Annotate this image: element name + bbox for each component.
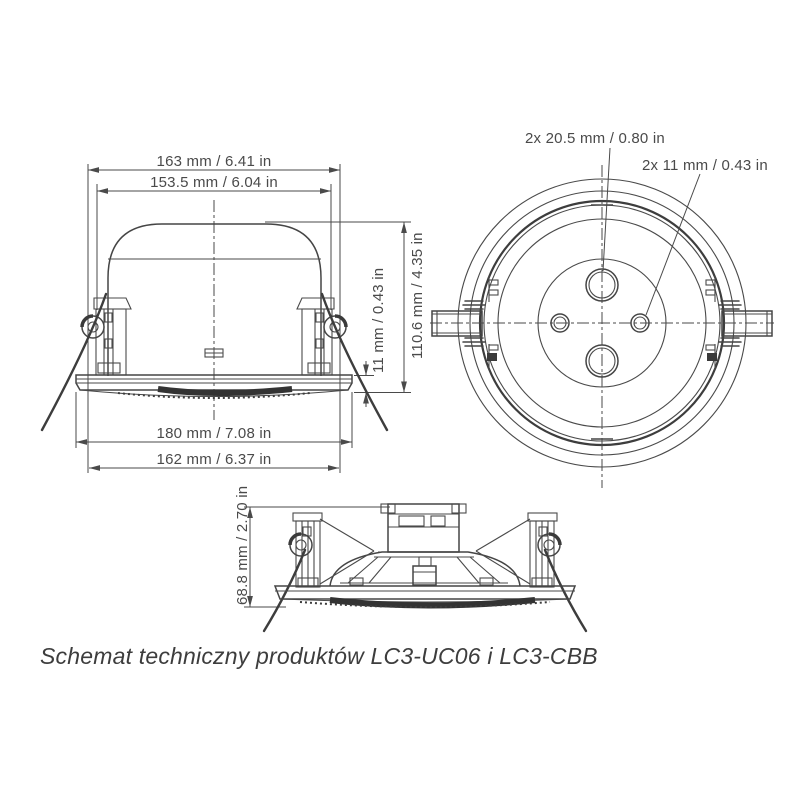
side-extension-lines	[244, 506, 390, 608]
dim-label-small-holes: 2x 11 mm / 0.43 in	[642, 157, 768, 174]
large-hole-top	[585, 268, 619, 302]
rear-dome-outline	[107, 223, 322, 376]
front-flange-grille	[75, 374, 353, 399]
dim-label-flange-diameter: 180 mm / 7.08 in	[157, 425, 272, 442]
left-clip-serrations	[487, 276, 499, 370]
caption-text: Schemat techniczny produktów LC3-UC06 i …	[40, 643, 598, 669]
dim-label-cutout-diameter: 162 mm / 6.37 in	[157, 451, 272, 468]
side-right-clamp	[475, 512, 562, 588]
mounting-holes	[550, 268, 650, 378]
front-view-drawing: 163 mm / 6.41 in 153.5 mm / 6.04 in 180 …	[40, 153, 426, 473]
leader-large-holes	[602, 147, 611, 272]
dim-label-depth: 68.8 mm / 2.70 in	[234, 486, 251, 605]
dim-label-width-outer: 163 mm / 6.41 in	[157, 153, 272, 170]
left-tab	[431, 300, 486, 347]
left-spring-wire	[40, 292, 108, 432]
dim-label-flange-thickness: 11 mm / 0.43 in	[370, 268, 387, 373]
dim-label-large-holes: 2x 20.5 mm / 0.80 in	[525, 130, 665, 147]
side-flange-grille	[273, 585, 577, 609]
small-hole-right	[630, 313, 650, 333]
magnet-pole	[412, 565, 437, 586]
left-clamp-bracket	[80, 297, 132, 376]
right-clip-serrations	[705, 276, 717, 370]
side-left-clamp	[288, 512, 375, 588]
grille-mesh-band	[157, 386, 293, 396]
transformer-block	[374, 503, 474, 558]
right-tab	[718, 300, 773, 347]
leader-small-holes	[645, 173, 701, 316]
dim-label-height: 110.6 mm / 4.35 in	[409, 232, 426, 359]
side-view-drawing: 68.8 mm / 2.70 in	[234, 486, 588, 633]
rear-view-drawing: 2x 20.5 mm / 0.80 in 2x 11 mm / 0.43 in	[430, 130, 774, 488]
side-grille-mesh-band	[329, 597, 536, 609]
speaker-basket	[329, 551, 521, 587]
dim-label-width-inner: 153.5 mm / 6.04 in	[150, 174, 278, 191]
small-hole-left	[550, 313, 570, 333]
right-spring-wire	[320, 292, 389, 432]
large-hole-bottom	[585, 344, 619, 378]
